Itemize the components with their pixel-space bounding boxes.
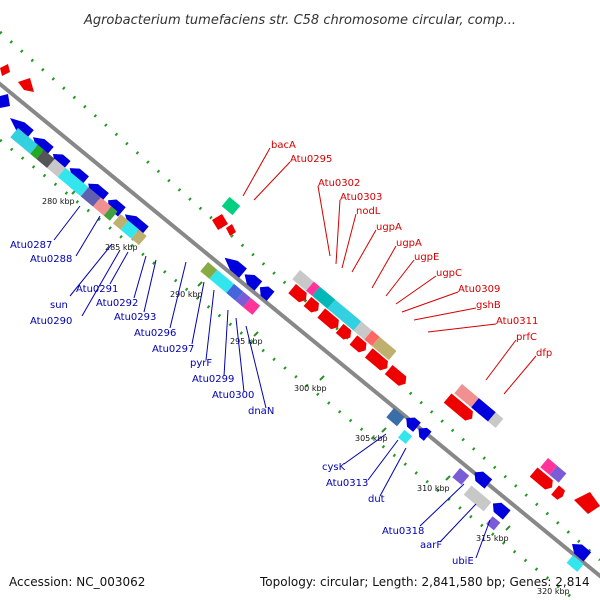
- gene-label-atu0299[interactable]: Atu0299: [192, 374, 234, 385]
- gene-label-atu0311[interactable]: Atu0311: [496, 316, 538, 327]
- reverse-strand-features: [0, 94, 592, 572]
- map-title: Agrobacterium tumefaciens str. C58 chrom…: [83, 13, 516, 28]
- gene-label-ugpe[interactable]: ugpE: [414, 252, 439, 263]
- gene-label-atu0309[interactable]: Atu0309: [458, 284, 500, 295]
- gene-label-atu0313[interactable]: Atu0313: [326, 478, 368, 489]
- gene-label-ugpa-1[interactable]: ugpA: [376, 222, 402, 233]
- gene-label-atu0287[interactable]: Atu0287: [10, 240, 52, 251]
- topology-text: Topology: circular; Length: 2,841,580 bp…: [259, 575, 590, 589]
- gene-cluster-bottom-right: [566, 544, 592, 572]
- gene-label-atu0296[interactable]: Atu0296: [134, 328, 176, 339]
- operon-middle: [200, 257, 275, 315]
- gene-label-atu0288[interactable]: Atu0288: [30, 254, 72, 265]
- gene-label-dut[interactable]: dut: [368, 494, 385, 505]
- gene-cluster-right: [529, 458, 567, 500]
- gene-label-prfc[interactable]: prfC: [516, 332, 537, 343]
- kbp-label: 320 kbp: [537, 587, 570, 596]
- gene-label-atu0290[interactable]: Atu0290: [30, 316, 72, 327]
- gene-label-dnan[interactable]: dnaN: [248, 406, 274, 417]
- gene-cluster-aarf: [452, 468, 511, 531]
- operon-upper: [292, 270, 397, 361]
- gene-cluster-prfc: [443, 384, 504, 428]
- gene-label-pyrf[interactable]: pyrF: [190, 358, 212, 369]
- accession-text: Accession: NC_003062: [9, 575, 145, 589]
- reverse-gene-labels: [53, 205, 491, 559]
- kbp-label: 315 kbp: [476, 534, 509, 543]
- gene-arrow: [212, 214, 228, 230]
- gene-label-atu0318[interactable]: Atu0318: [382, 526, 424, 537]
- gene-label-atu0293[interactable]: Atu0293: [114, 312, 156, 323]
- gene-label-ugpc[interactable]: ugpC: [436, 268, 462, 279]
- chromosome-backbone: [0, 81, 600, 579]
- kbp-label: 285 kbp: [105, 243, 138, 252]
- gene-block: [221, 196, 241, 216]
- operon-left: [10, 118, 149, 236]
- gene-label-sun[interactable]: sun: [50, 300, 68, 311]
- kbp-label: 280 kbp: [42, 197, 75, 206]
- operon-lower: [288, 284, 407, 386]
- gene-label-atu0303[interactable]: Atu0303: [340, 192, 382, 203]
- gene-arrow: [0, 64, 10, 76]
- gene-cluster-cysk: [386, 408, 432, 444]
- forward-strand-features: [0, 64, 600, 514]
- kbp-markers: 280 kbp 285 kbp 290 kbp 295 kbp 300 kbp …: [42, 189, 570, 596]
- gene-arrow: [574, 492, 600, 514]
- gene-label-atu0291[interactable]: Atu0291: [76, 284, 118, 295]
- gene-arrow: [0, 94, 10, 108]
- gene-arrow: [18, 78, 34, 92]
- gene-label-aarf[interactable]: aarF: [420, 540, 442, 551]
- gene-label-ubie[interactable]: ubiE: [452, 556, 474, 567]
- kbp-label: 295 kbp: [230, 337, 263, 346]
- gene-label-nodl[interactable]: nodL: [356, 206, 381, 217]
- kbp-label: 290 kbp: [170, 290, 203, 299]
- gene-label-atu0300[interactable]: Atu0300: [212, 390, 254, 401]
- gene-label-atu0292[interactable]: Atu0292: [96, 298, 138, 309]
- operon-left-blocks: [10, 128, 147, 246]
- inner-tick-track: [0, 138, 576, 600]
- gene-label-atu0302[interactable]: Atu0302: [318, 178, 360, 189]
- kbp-label: 300 kbp: [294, 384, 327, 393]
- gene-label-atu0295[interactable]: Atu0295: [290, 154, 332, 165]
- gene-label-ugpa-2[interactable]: ugpA: [396, 238, 422, 249]
- forward-gene-labels: [242, 147, 537, 395]
- gene-label-baca[interactable]: bacA: [271, 140, 296, 151]
- gene-label-cysk[interactable]: cysK: [322, 462, 346, 473]
- gene-label-dfp[interactable]: dfp: [536, 348, 552, 359]
- forward-gene-label-text: bacA Atu0295 Atu0302 Atu0303 nodL ugpA u…: [271, 140, 552, 359]
- gene-arrow: [226, 224, 236, 236]
- gene-label-atu0297[interactable]: Atu0297: [152, 344, 194, 355]
- reverse-gene-label-text: Atu0287 Atu0288 sun Atu0290 Atu0291 Atu0…: [10, 240, 474, 567]
- gene-label-gshb[interactable]: gshB: [476, 300, 501, 311]
- kbp-label: 310 kbp: [417, 484, 450, 493]
- kbp-label: 305 kbp: [355, 434, 388, 443]
